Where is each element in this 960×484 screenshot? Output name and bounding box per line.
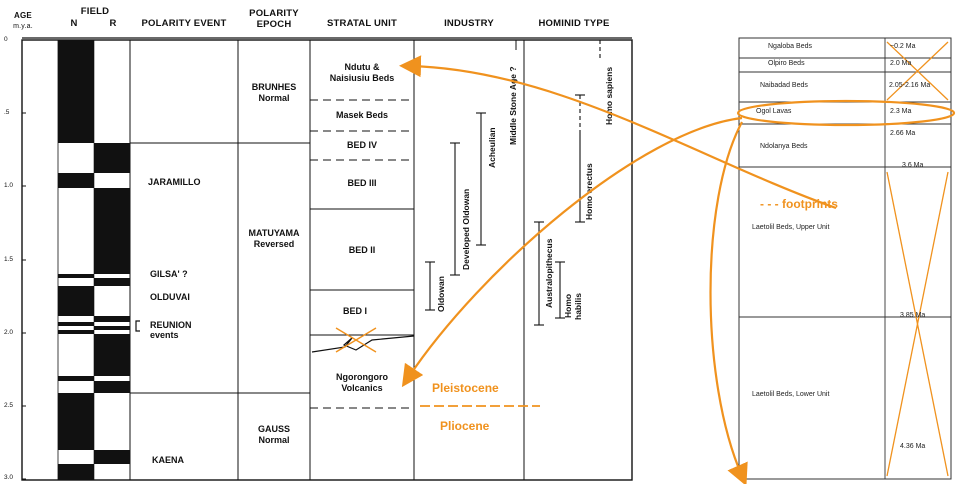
- epoch-matuyama: MATUYAMA Reversed: [238, 228, 310, 250]
- epoch-gauss: GAUSS Normal: [238, 424, 310, 446]
- epoch-matuyama-name: MATUYAMA: [248, 228, 300, 238]
- stratal-unit-header: STRATAL UNIT: [327, 18, 397, 29]
- table-age-4-36: 4.36 Ma: [900, 443, 926, 450]
- table-age-3-6: 3.6 Ma: [902, 162, 924, 169]
- age-tick-1-5: 1.5: [4, 256, 14, 263]
- table-row-age-ogol: 2.3 Ma: [890, 108, 912, 115]
- unit-ndutu-line2: Naisiusiu Beds: [329, 73, 395, 83]
- event-olduvai: OLDUVAI: [150, 292, 190, 302]
- unit-ngorongoro-line1: Ngorongoro: [336, 372, 388, 382]
- epoch-brunhes-sub: Normal: [258, 93, 290, 103]
- table-row-name-laetolil-lower: Laetolil Beds, Lower Unit: [752, 391, 830, 398]
- unit-bed-i: BED I: [342, 306, 367, 316]
- polarity-epoch-header: POLARITY EPOCH: [238, 8, 310, 30]
- event-jaramillo: JARAMILLO: [148, 177, 201, 187]
- unit-ndutu-line1: Ndutu &: [344, 62, 380, 72]
- polarity-epoch-header-line2: EPOCH: [256, 19, 292, 30]
- polarity-event-header: POLARITY EVENT: [141, 18, 227, 29]
- table-row-age-ndolanya: 2.66 Ma: [890, 130, 916, 137]
- age-tick-0: 0: [4, 36, 8, 43]
- unit-bed-iii: BED III: [347, 178, 377, 188]
- unit-bed-ii: BED II: [348, 245, 376, 255]
- hominid-type-header: HOMINID TYPE: [538, 18, 610, 29]
- event-gilsa: GILSA' ?: [150, 269, 188, 279]
- table-row-age-naibadad: 2.05-2.16 Ma: [889, 82, 931, 89]
- pliocene-label: Pliocene: [440, 419, 490, 433]
- field-r-header: R: [109, 18, 117, 29]
- table-row-name-laetolil-upper: Laetolil Beds, Upper Unit: [752, 224, 830, 231]
- age-tick-1-0: 1.0: [4, 182, 14, 189]
- event-kaena: KAENA: [152, 455, 185, 465]
- event-reunion: REUNION events: [150, 320, 192, 340]
- field-header: FIELD: [80, 6, 110, 17]
- table-row-name-olpiro: Olpiro Beds: [768, 60, 805, 67]
- epoch-brunhes-name: BRUNHES: [251, 82, 297, 92]
- polarity-epoch-header-line1: POLARITY: [249, 8, 299, 19]
- epoch-brunhes: BRUNHES Normal: [238, 82, 310, 104]
- epoch-gauss-sub: Normal: [258, 435, 290, 445]
- table-age-3-85: 3.85 Ma: [900, 312, 926, 319]
- age-header-line1: AGE: [14, 11, 32, 20]
- unit-ngorongoro-line2: Volcanics: [341, 383, 383, 393]
- table-row-name-naibadad: Naibadad Beds: [760, 82, 808, 89]
- event-reunion-line1: REUNION: [150, 320, 192, 330]
- table-row-name-ogol: Ogol Lavas: [756, 108, 792, 115]
- epoch-matuyama-sub: Reversed: [253, 239, 295, 249]
- table-row-name-ndolanya: Ndolanya Beds: [760, 143, 808, 150]
- unit-bed-iv: BED IV: [346, 140, 377, 150]
- age-tick-2-0: 2.0: [4, 329, 14, 336]
- pleistocene-label: Pleistocene: [432, 381, 499, 395]
- unit-ngorongoro: Ngorongoro Volcanics: [310, 372, 414, 394]
- age-header: AGE m.y.a.: [3, 10, 43, 32]
- event-reunion-line2: events: [150, 330, 179, 340]
- age-header-line2: m.y.a.: [13, 23, 33, 30]
- age-tick-3-0: 3.0: [4, 474, 14, 481]
- age-tick-0-5: .5: [4, 109, 10, 116]
- footprints-label: - - - footprints: [760, 197, 838, 211]
- table-row-age-ngaloba: ~0.2 Ma: [890, 43, 916, 50]
- epoch-gauss-name: GAUSS: [257, 424, 290, 434]
- unit-ndutu: Ndutu & Naisiusiu Beds: [310, 62, 414, 84]
- field-n-header: N: [70, 18, 78, 29]
- industry-header: INDUSTRY: [444, 18, 494, 29]
- unit-masek: Masek Beds: [335, 110, 389, 120]
- table-row-name-ngaloba: Ngaloba Beds: [768, 43, 812, 50]
- table-row-age-olpiro: 2.0 Ma: [890, 60, 912, 67]
- age-tick-2-5: 2.5: [4, 402, 14, 409]
